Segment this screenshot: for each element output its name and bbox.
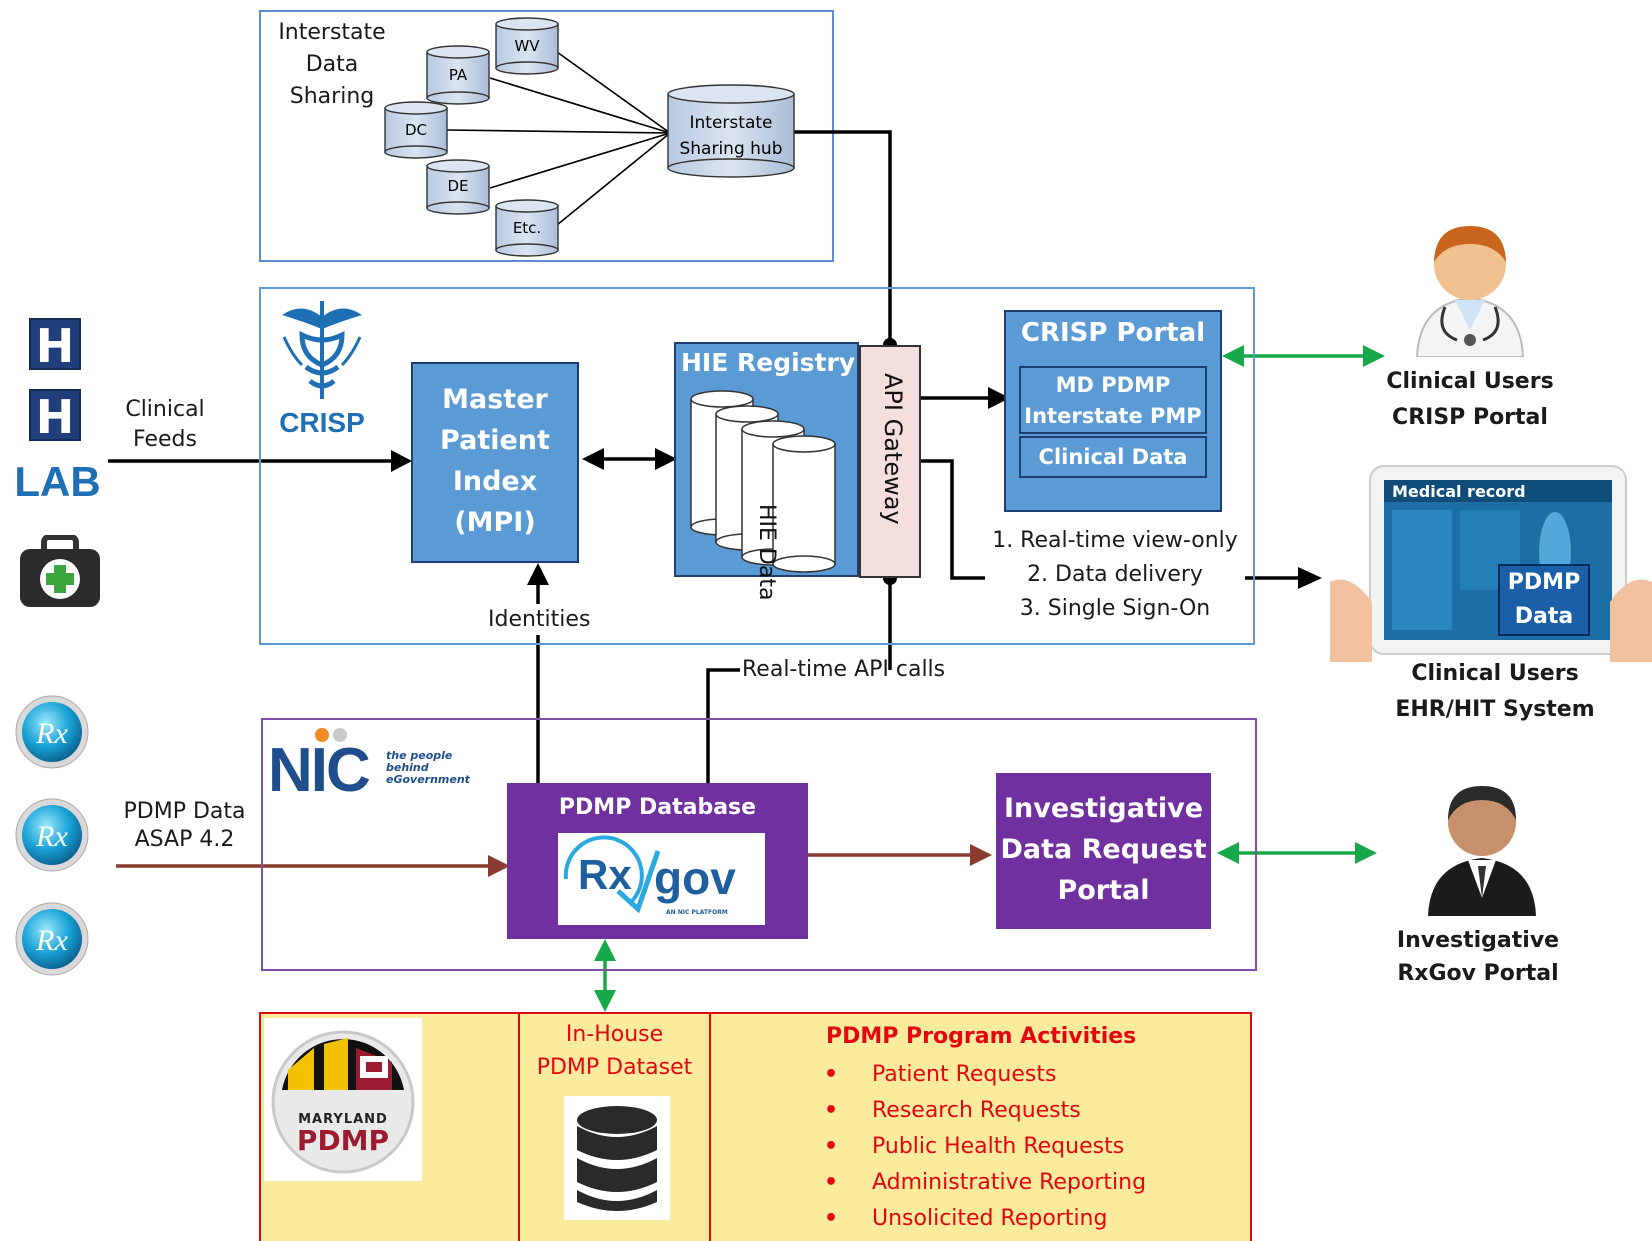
nic-frame (261, 718, 1257, 971)
list-item: •Research Requests (824, 1098, 1081, 1123)
interstate-title: Interstate Data Sharing (278, 20, 386, 109)
lab-label: LAB (14, 458, 101, 505)
hie-registry-title: HIE Registry (681, 348, 856, 377)
medical-kit-icon (18, 535, 102, 611)
clinical-users-ehr-label: Clinical Users EHR/HIT System (1395, 661, 1595, 722)
pdmp-database-box: PDMP Database Rx gov AN NIC PLATFORM (507, 783, 808, 939)
rx-pharmacy-icon: Rx (13, 693, 91, 771)
program-frame (259, 1012, 1252, 1241)
investigative-portal-box: Investigative Data Request Portal (996, 773, 1211, 929)
pdmp-logo-text: PDMP (296, 1124, 390, 1157)
list-item: •Public Health Requests (824, 1134, 1125, 1159)
rx-pharmacy-icon: Rx (13, 900, 91, 978)
maryland-pdmp-logo: MARYLAND PDMP (264, 1018, 422, 1181)
list-item: •Administrative Reporting (824, 1170, 1147, 1195)
hie-registry-box: HIE Registry HIE Data (674, 342, 859, 600)
clinical-users-crisp-label: Clinical Users CRISP Portal (1386, 369, 1554, 430)
pdmp-database-title: PDMP Database (558, 795, 757, 820)
investigative-rxgov-label: Investigative RxGov Portal (1396, 928, 1560, 986)
state-label-etc: Etc. (512, 219, 542, 237)
caduceus-icon (282, 301, 362, 399)
svg-text:Rx: Rx (35, 924, 68, 957)
realtime-api-calls-label: Real-time API calls (742, 657, 946, 682)
state-label-dc: DC (404, 121, 428, 139)
api-gateway-label: API Gateway (879, 373, 907, 525)
nic-tagline: the people behind eGovernment (386, 749, 470, 786)
rxgov-gov-text: gov (654, 852, 736, 904)
state-label-wv: WV (514, 37, 540, 55)
clinical-data-box: Clinical Data (1019, 436, 1207, 478)
investigator-icon (1422, 776, 1542, 916)
inhouse-dataset-frame (518, 1012, 711, 1241)
nic-logo: NIC the people behind eGovernment (268, 726, 488, 806)
interstate-frame (259, 10, 834, 262)
crisp-logo: CRISP (272, 295, 372, 445)
program-activities-title: PDMP Program Activities (826, 1024, 1137, 1049)
svg-text:Rx: Rx (35, 820, 68, 853)
api-gateway-box: API Gateway (859, 345, 921, 578)
hub-label: Interstate Sharing hub (679, 113, 783, 159)
doctor-icon (1405, 212, 1535, 357)
state-label-pa: PA (448, 66, 468, 84)
rxgov-rx-text: Rx (578, 851, 632, 898)
state-label-de: DE (447, 177, 469, 195)
pdmp-data-asap-label: PDMP Data ASAP 4.2 (123, 799, 246, 852)
identities-label: Identities (486, 604, 593, 636)
nic-logo-text: NIC (268, 736, 371, 805)
hospital-icon: H (29, 318, 81, 372)
rxgov-check-icon (563, 835, 661, 914)
list-item: •Patient Requests (824, 1062, 1057, 1087)
crisp-portal-box: CRISP Portal MD PDMP Interstate PMP Clin… (1004, 310, 1222, 512)
md-pdmp-interstate-pmp-box: MD PDMP Interstate PMP (1019, 366, 1207, 434)
hie-data-cylinders (690, 390, 836, 573)
rx-pharmacy-icon: Rx (13, 796, 91, 874)
ehr-tablet-icon: Medical record PDMP Data (1330, 462, 1652, 662)
hie-data-label: HIE Data (754, 504, 779, 601)
maryland-text: MARYLAND (298, 1112, 388, 1127)
clinical-feeds-label: Clinical Feeds (125, 397, 205, 452)
program-activities-list: •Patient Requests •Research Requests •Pu… (824, 1057, 1146, 1237)
master-patient-index-box: Master Patient Index (MPI) (411, 362, 579, 563)
inhouse-dataset-label: In-House PDMP Dataset (536, 1022, 693, 1080)
crisp-services-list: 1. Real-time view-only 2. Data delivery … (992, 528, 1238, 621)
tablet-title: Medical record (1392, 482, 1526, 501)
crisp-logo-text: CRISP (279, 407, 365, 438)
database-stack-icon (564, 1096, 670, 1220)
tablet-pdmp-data-box: PDMP Data (1498, 564, 1590, 636)
list-item: •Unsolicited Reporting (824, 1206, 1108, 1231)
crisp-frame (259, 287, 1255, 645)
crisp-portal-title: CRISP Portal (1020, 318, 1206, 348)
rxgov-logo: Rx gov AN NIC PLATFORM (558, 833, 765, 925)
rxgov-sub-text: AN NIC PLATFORM (666, 909, 728, 916)
svg-text:Rx: Rx (35, 717, 68, 750)
hospital-icon: H (29, 389, 81, 443)
